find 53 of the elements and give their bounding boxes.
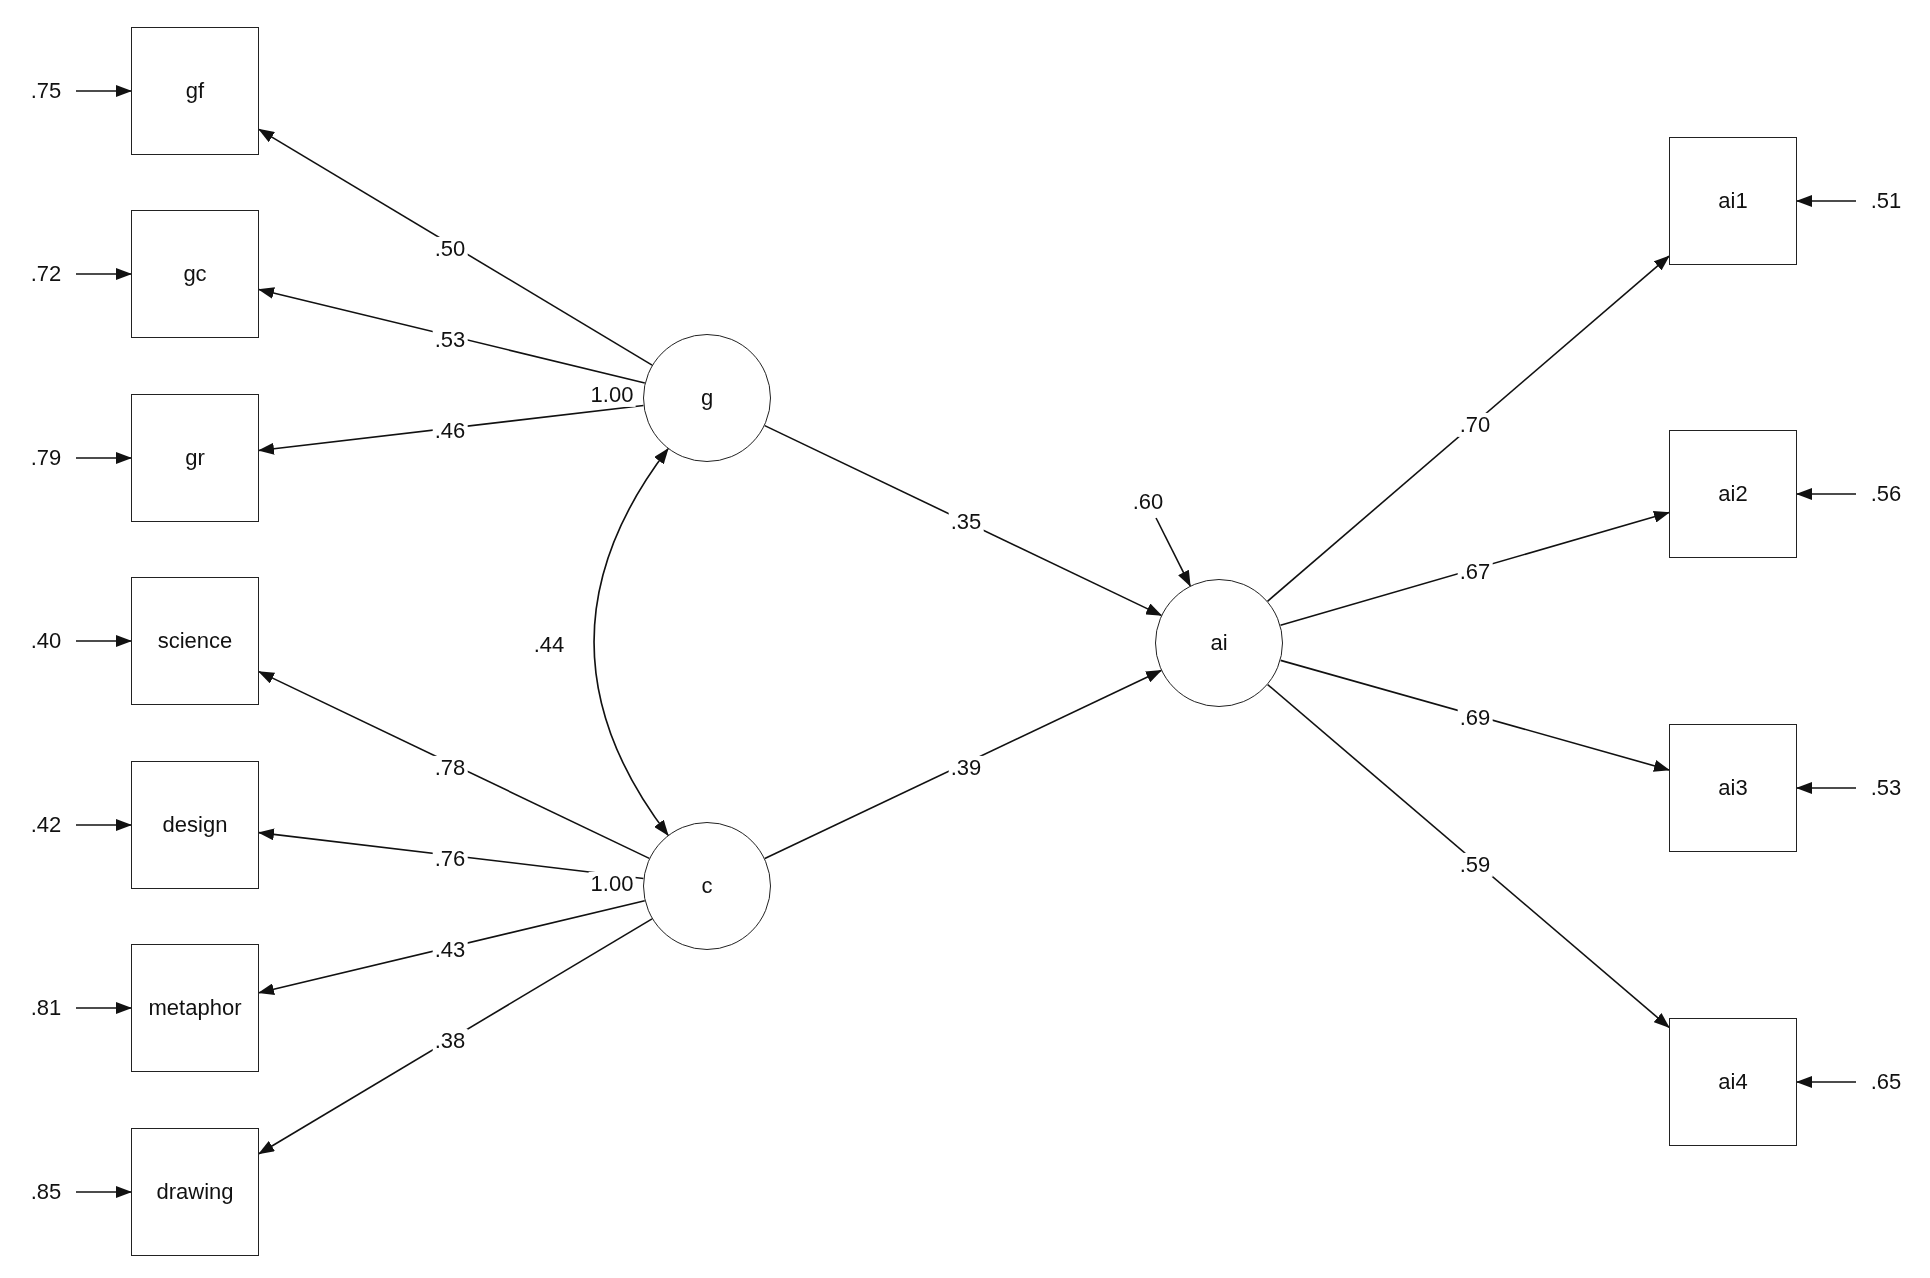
arrow xyxy=(1279,659,1670,772)
arrow xyxy=(258,918,653,1155)
variable-box: gr xyxy=(131,394,259,522)
arrow xyxy=(75,819,132,831)
error-value: .42 xyxy=(20,811,72,839)
error-value: .85 xyxy=(20,1178,72,1206)
arrow xyxy=(75,268,132,280)
arrow xyxy=(764,669,1163,860)
variable-box: design xyxy=(131,761,259,889)
variable-box: ai4 xyxy=(1669,1018,1797,1146)
latent-circle: ai xyxy=(1155,579,1283,707)
arrow xyxy=(1796,488,1857,500)
error-value: .56 xyxy=(1860,480,1912,508)
variable-box: gf xyxy=(131,27,259,155)
arrow xyxy=(258,670,651,860)
arrow xyxy=(75,635,132,647)
variable-box: ai3 xyxy=(1669,724,1797,852)
edge-label: .38 xyxy=(432,1028,468,1054)
arrow xyxy=(763,424,1163,617)
error-value: .51 xyxy=(1860,187,1912,215)
arrow xyxy=(1796,195,1857,207)
arrow xyxy=(1266,255,1670,603)
arrow xyxy=(258,900,646,996)
variable-box: ai2 xyxy=(1669,430,1797,558)
arrow xyxy=(1266,683,1670,1029)
arrow xyxy=(1796,782,1857,794)
arrow xyxy=(258,404,645,455)
arrow xyxy=(75,452,132,464)
edge-label: .70 xyxy=(1457,412,1493,438)
latent-circle: g xyxy=(643,334,771,462)
error-value: .75 xyxy=(20,77,72,105)
variable-box: gc xyxy=(131,210,259,338)
arrow xyxy=(258,287,646,384)
curved-arrow xyxy=(593,448,669,836)
error-value: .53 xyxy=(1860,774,1912,802)
arrow xyxy=(75,1186,132,1198)
error-value: .72 xyxy=(20,260,72,288)
variable-box: drawing xyxy=(131,1128,259,1256)
variable-box: ai1 xyxy=(1669,137,1797,265)
arrow xyxy=(258,128,653,366)
error-value: .79 xyxy=(20,444,72,472)
arrow xyxy=(1155,517,1191,587)
arrow xyxy=(75,85,132,97)
variable-box: science xyxy=(131,577,259,705)
latent-circle: c xyxy=(643,822,771,950)
error-value: .40 xyxy=(20,627,72,655)
error-value: .60 xyxy=(1122,488,1174,516)
error-value: .65 xyxy=(1860,1068,1912,1096)
arrow xyxy=(1796,1076,1857,1088)
error-value: .81 xyxy=(20,994,72,1022)
variable-box: metaphor xyxy=(131,944,259,1072)
arrow xyxy=(1279,510,1670,626)
arrow xyxy=(75,1002,132,1014)
